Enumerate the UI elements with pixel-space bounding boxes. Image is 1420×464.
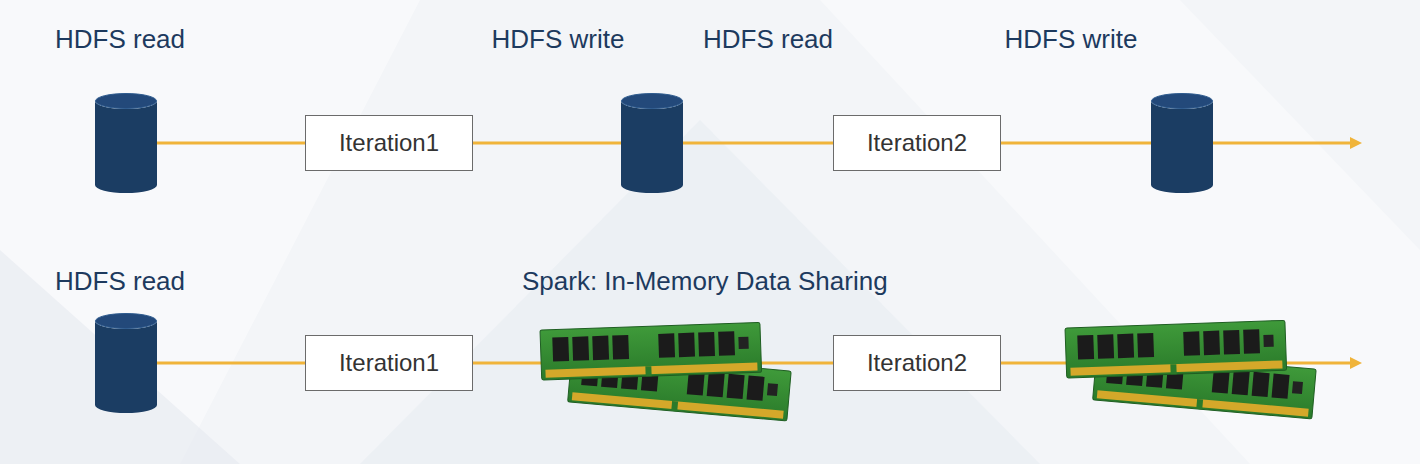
process-label: Iteration1: [339, 129, 439, 157]
storage-label: HDFS read: [703, 24, 833, 55]
storage-cylinder: HDFS writeHDFS read: [621, 93, 683, 193]
process-label: Iteration2: [867, 349, 967, 377]
flow-line: [157, 142, 305, 145]
cylinder-outline: [95, 93, 157, 193]
storage-label: HDFS write: [1005, 24, 1138, 55]
section-label: Spark: In-Memory Data Sharing: [522, 266, 888, 297]
storage-cylinder: HDFS write: [1151, 93, 1213, 193]
process-box: Iteration2: [833, 115, 1001, 171]
storage-label: HDFS read: [55, 24, 185, 55]
background-shape: [0, 0, 420, 464]
storage-label: HDFS write: [492, 24, 625, 55]
cylinder-outline: [1151, 93, 1213, 193]
process-label: Iteration1: [339, 349, 439, 377]
flow-line: [1212, 142, 1352, 145]
storage-cylinder: HDFS read: [95, 313, 157, 413]
process-box: Iteration2: [833, 335, 1001, 391]
arrow-head: [1350, 137, 1362, 149]
flow-line: [473, 142, 621, 145]
cylinder-outline: [95, 313, 157, 413]
storage-label: HDFS read: [55, 266, 185, 297]
process-box: Iteration1: [305, 115, 473, 171]
background-shape: [360, 120, 1040, 464]
storage-cylinder: HDFS read: [95, 93, 157, 193]
flow-line: [1001, 142, 1151, 145]
process-box: Iteration1: [305, 335, 473, 391]
background-shape: [0, 250, 240, 464]
flow-line: [683, 142, 833, 145]
arrow-head: [1350, 357, 1362, 369]
flow-line: [157, 362, 305, 365]
background-shape: [820, 0, 1420, 464]
cylinder-outline: [621, 93, 683, 193]
memory-module: [1065, 320, 1316, 419]
process-label: Iteration2: [867, 129, 967, 157]
memory-module: [540, 322, 791, 421]
